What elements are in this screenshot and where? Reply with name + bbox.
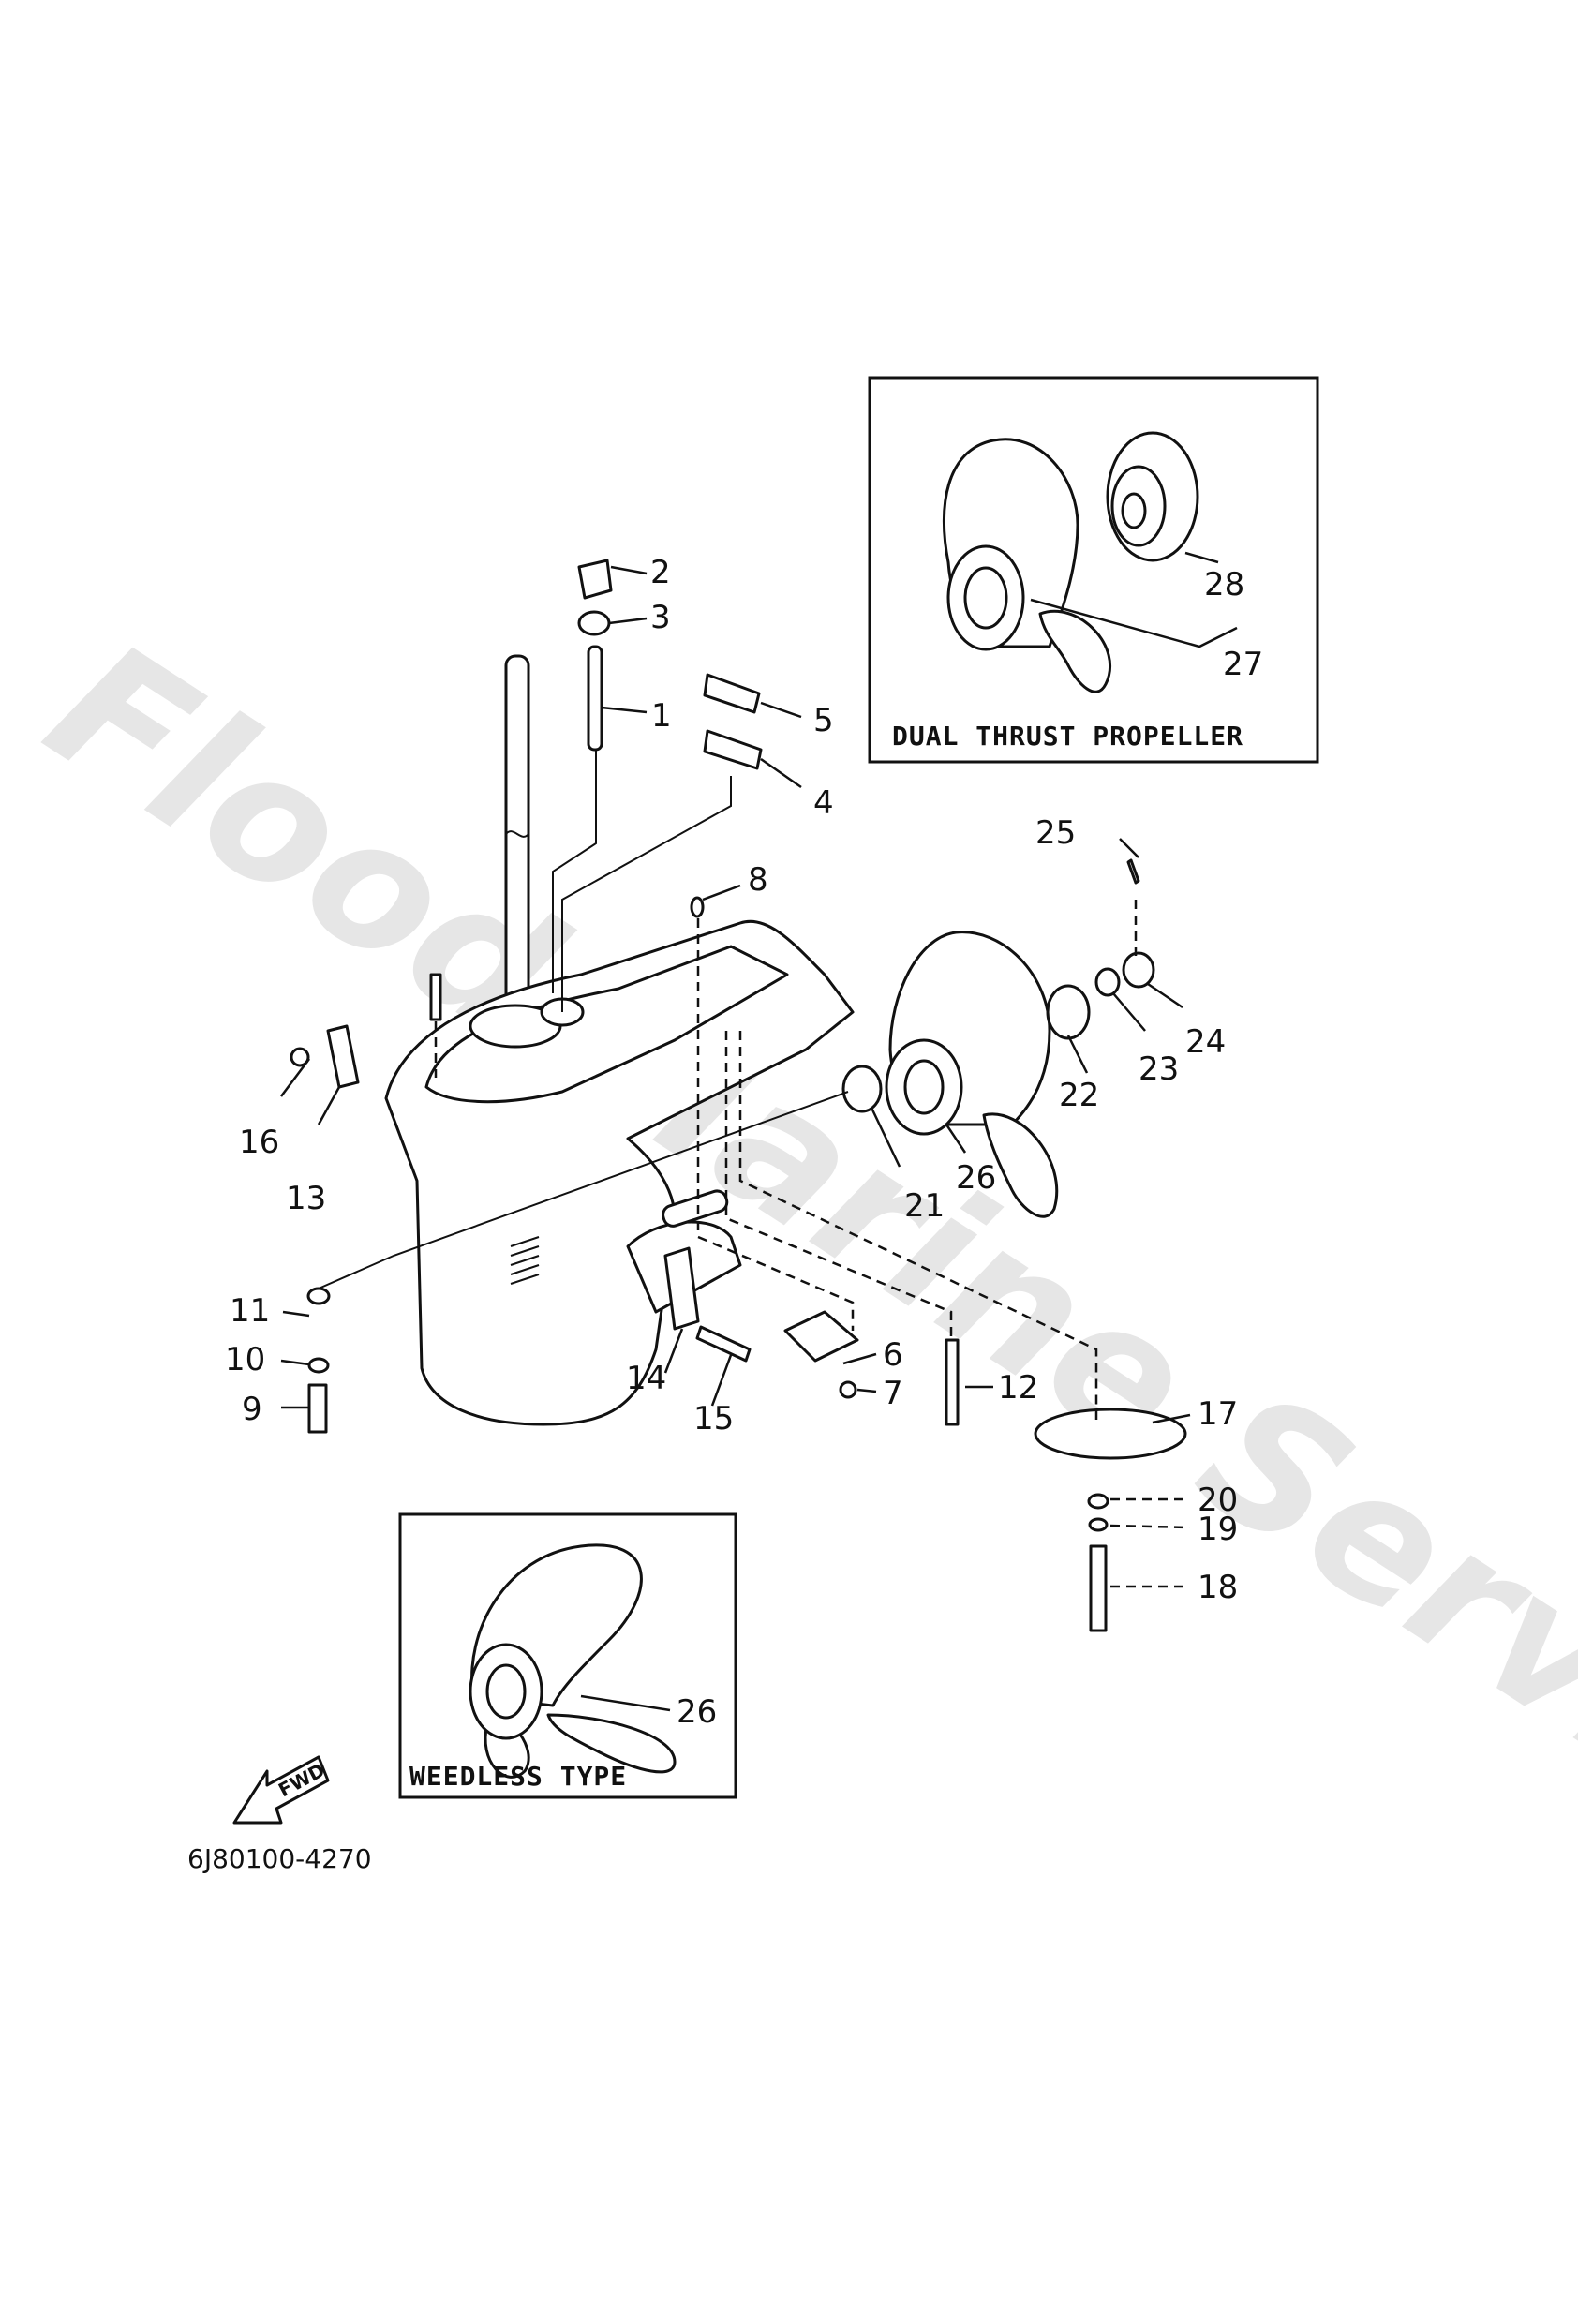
- callout-2: 2: [650, 554, 671, 591]
- callout-20: 20: [1198, 1482, 1238, 1519]
- part-14-drawing: [663, 1246, 700, 1331]
- callout-5: 5: [813, 702, 834, 739]
- stud-drawing: [429, 973, 442, 1021]
- part-9-drawing: [307, 1383, 328, 1434]
- callout-16: 16: [239, 1124, 279, 1161]
- callout-19: 19: [1198, 1511, 1238, 1548]
- callout-26: 26: [956, 1159, 996, 1197]
- part-12-drawing: [945, 1338, 960, 1426]
- callout-8: 8: [748, 861, 768, 899]
- callout-9: 9: [242, 1391, 262, 1428]
- inset-frame-weedless: [398, 1512, 737, 1799]
- part-17-drawing: [1034, 1408, 1187, 1460]
- part-5-drawing: [703, 673, 761, 714]
- part-16-drawing: [290, 1047, 310, 1067]
- label-27: 27: [1223, 646, 1263, 683]
- water-inlet-grill-drawing: [510, 1236, 540, 1285]
- callout-21: 21: [904, 1187, 945, 1225]
- callout-14: 14: [626, 1360, 666, 1397]
- callout-1: 1: [651, 697, 672, 735]
- callout-12: 12: [998, 1369, 1038, 1407]
- dual-thrust-title: DUAL THRUST PROPELLER: [892, 721, 1243, 752]
- callout-labels: 1 2 3 4 5 6 7 8 9 10 11 12 13 14 15 16 1…: [225, 554, 1238, 1606]
- propeller-hub-bore-drawing: [963, 566, 1008, 630]
- weedless-hub-bore-drawing: [485, 1663, 527, 1720]
- weedless-blade-drawing: [546, 1713, 677, 1774]
- part-2-drawing: [577, 559, 613, 600]
- part-19-drawing: [1088, 1517, 1109, 1532]
- part-8-drawing: [690, 896, 705, 918]
- callout-11: 11: [230, 1292, 270, 1330]
- part-11-drawing: [306, 1287, 331, 1305]
- thrust-hub-bore-drawing: [1121, 492, 1147, 529]
- small-parts: [290, 559, 1187, 1632]
- part-6-drawing: [783, 1310, 859, 1363]
- callout-4: 4: [813, 784, 834, 822]
- part-22-drawing: [1046, 984, 1091, 1040]
- callout-13: 13: [286, 1180, 326, 1217]
- dual-thrust-propeller-inset: 28 27 DUAL THRUST PROPELLER: [868, 376, 1319, 764]
- callout-17: 17: [1198, 1395, 1238, 1433]
- weedless-title: WEEDLESS TYPE: [409, 1761, 627, 1792]
- part-4-drawing: [703, 729, 763, 770]
- part-13-drawing: [326, 1024, 360, 1089]
- callout-18: 18: [1198, 1569, 1238, 1606]
- part-15-drawing: [695, 1325, 752, 1363]
- callout-23: 23: [1139, 1050, 1179, 1088]
- leader-26b: [580, 1694, 671, 1712]
- part-23-drawing: [1094, 967, 1121, 997]
- part-26-bore-drawing: [903, 1059, 945, 1115]
- part-10-drawing: [307, 1357, 330, 1374]
- part-26-blade-drawing: [982, 1112, 1059, 1218]
- callout-25: 25: [1035, 814, 1076, 852]
- callout-6: 6: [883, 1336, 903, 1374]
- callout-3: 3: [650, 599, 671, 636]
- part-20-drawing: [1087, 1493, 1109, 1510]
- callout-10: 10: [225, 1341, 265, 1378]
- lower-unit-assembly: [384, 645, 855, 1426]
- label-28: 28: [1204, 566, 1244, 603]
- shift-rod-drawing: [587, 645, 603, 752]
- fwd-arrow-icon: [232, 1755, 330, 1825]
- part-3-drawing: [577, 610, 611, 636]
- fwd-arrow: FWD: [232, 1755, 330, 1825]
- part-24-drawing: [1122, 951, 1155, 989]
- part-21-drawing: [841, 1065, 883, 1113]
- drive-shaft-drawing: [504, 654, 530, 1033]
- label-26-weedless: 26: [677, 1693, 717, 1731]
- diagram-code: 6J80100-4270: [187, 1843, 372, 1874]
- part-25-drawing: [1126, 858, 1140, 885]
- leader-28: [1184, 551, 1219, 564]
- callout-24: 24: [1185, 1023, 1226, 1061]
- weedless-type-inset: 26 WEEDLESS TYPE: [398, 1512, 737, 1799]
- part-18-drawing: [1089, 1544, 1108, 1632]
- callout-15: 15: [693, 1400, 734, 1438]
- inset-frame: [868, 376, 1319, 764]
- callout-22: 22: [1059, 1077, 1099, 1114]
- leader-27: [1030, 598, 1238, 648]
- leader-lines: [280, 565, 1191, 1588]
- propeller-blade-drawing: [1038, 609, 1112, 693]
- callout-7: 7: [883, 1375, 903, 1412]
- part-7-drawing: [839, 1380, 857, 1399]
